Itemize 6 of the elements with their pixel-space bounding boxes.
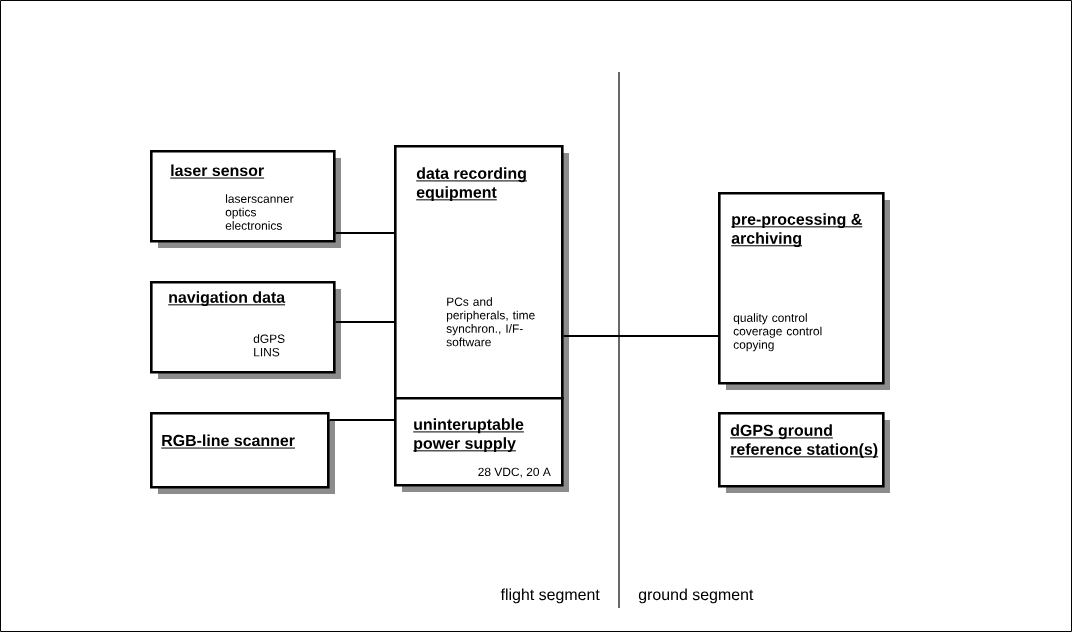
connector-line [335, 231, 394, 235]
connector-line [329, 418, 394, 422]
connector-line [335, 320, 394, 324]
segment-label: flight segment [500, 588, 600, 604]
segment-label: ground segment [638, 588, 754, 604]
connector-line [563, 334, 718, 338]
